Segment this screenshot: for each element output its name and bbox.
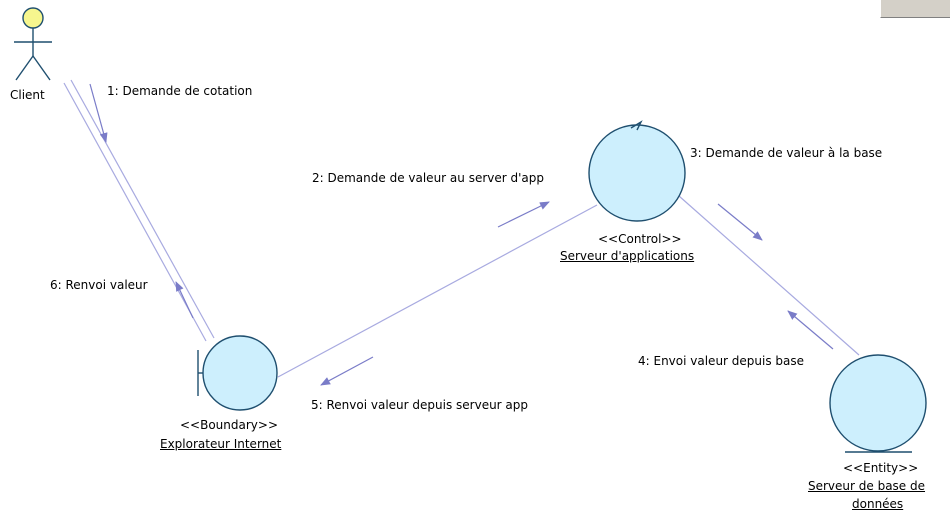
client-actor[interactable] bbox=[14, 7, 52, 81]
message-1-label: 1: Demande de cotation bbox=[107, 84, 253, 98]
toolbar-corner bbox=[880, 0, 950, 18]
message-2-label: 2: Demande de valeur au server d'app bbox=[312, 171, 544, 185]
link-control-entity[interactable] bbox=[678, 195, 860, 356]
message-2-arrow bbox=[497, 201, 550, 228]
control-stereotype: <<Control>> bbox=[598, 232, 682, 246]
message-4-label: 4: Envoi valeur depuis base bbox=[638, 354, 805, 368]
control-object[interactable] bbox=[588, 120, 686, 222]
link-client-boundary[interactable] bbox=[63, 79, 215, 342]
message-1-arrow bbox=[89, 83, 108, 143]
entity-object[interactable] bbox=[829, 354, 927, 453]
link-boundary-control[interactable] bbox=[277, 204, 598, 378]
actor-label: Client bbox=[10, 88, 45, 102]
control-name[interactable]: Serveur d'applications bbox=[560, 249, 695, 263]
entity-name-line1[interactable]: Serveur de base de bbox=[808, 479, 926, 493]
entity-stereotype: <<Entity>> bbox=[843, 461, 919, 475]
message-5-arrow bbox=[320, 356, 374, 386]
boundary-stereotype: <<Boundary>> bbox=[180, 418, 279, 432]
message-3-label: 3: Demande de valeur à la base bbox=[690, 146, 883, 160]
message-5-label: 5: Renvoi valeur depuis serveur app bbox=[311, 398, 529, 412]
message-3-arrow bbox=[717, 203, 763, 241]
message-6-arrow bbox=[175, 281, 194, 319]
boundary-object[interactable] bbox=[197, 335, 278, 411]
message-4-arrow bbox=[787, 310, 834, 350]
entity-name-line2[interactable]: données bbox=[852, 497, 904, 511]
message-6-label: 6: Renvoi valeur bbox=[50, 278, 148, 292]
boundary-name[interactable]: Explorateur Internet bbox=[160, 437, 282, 451]
